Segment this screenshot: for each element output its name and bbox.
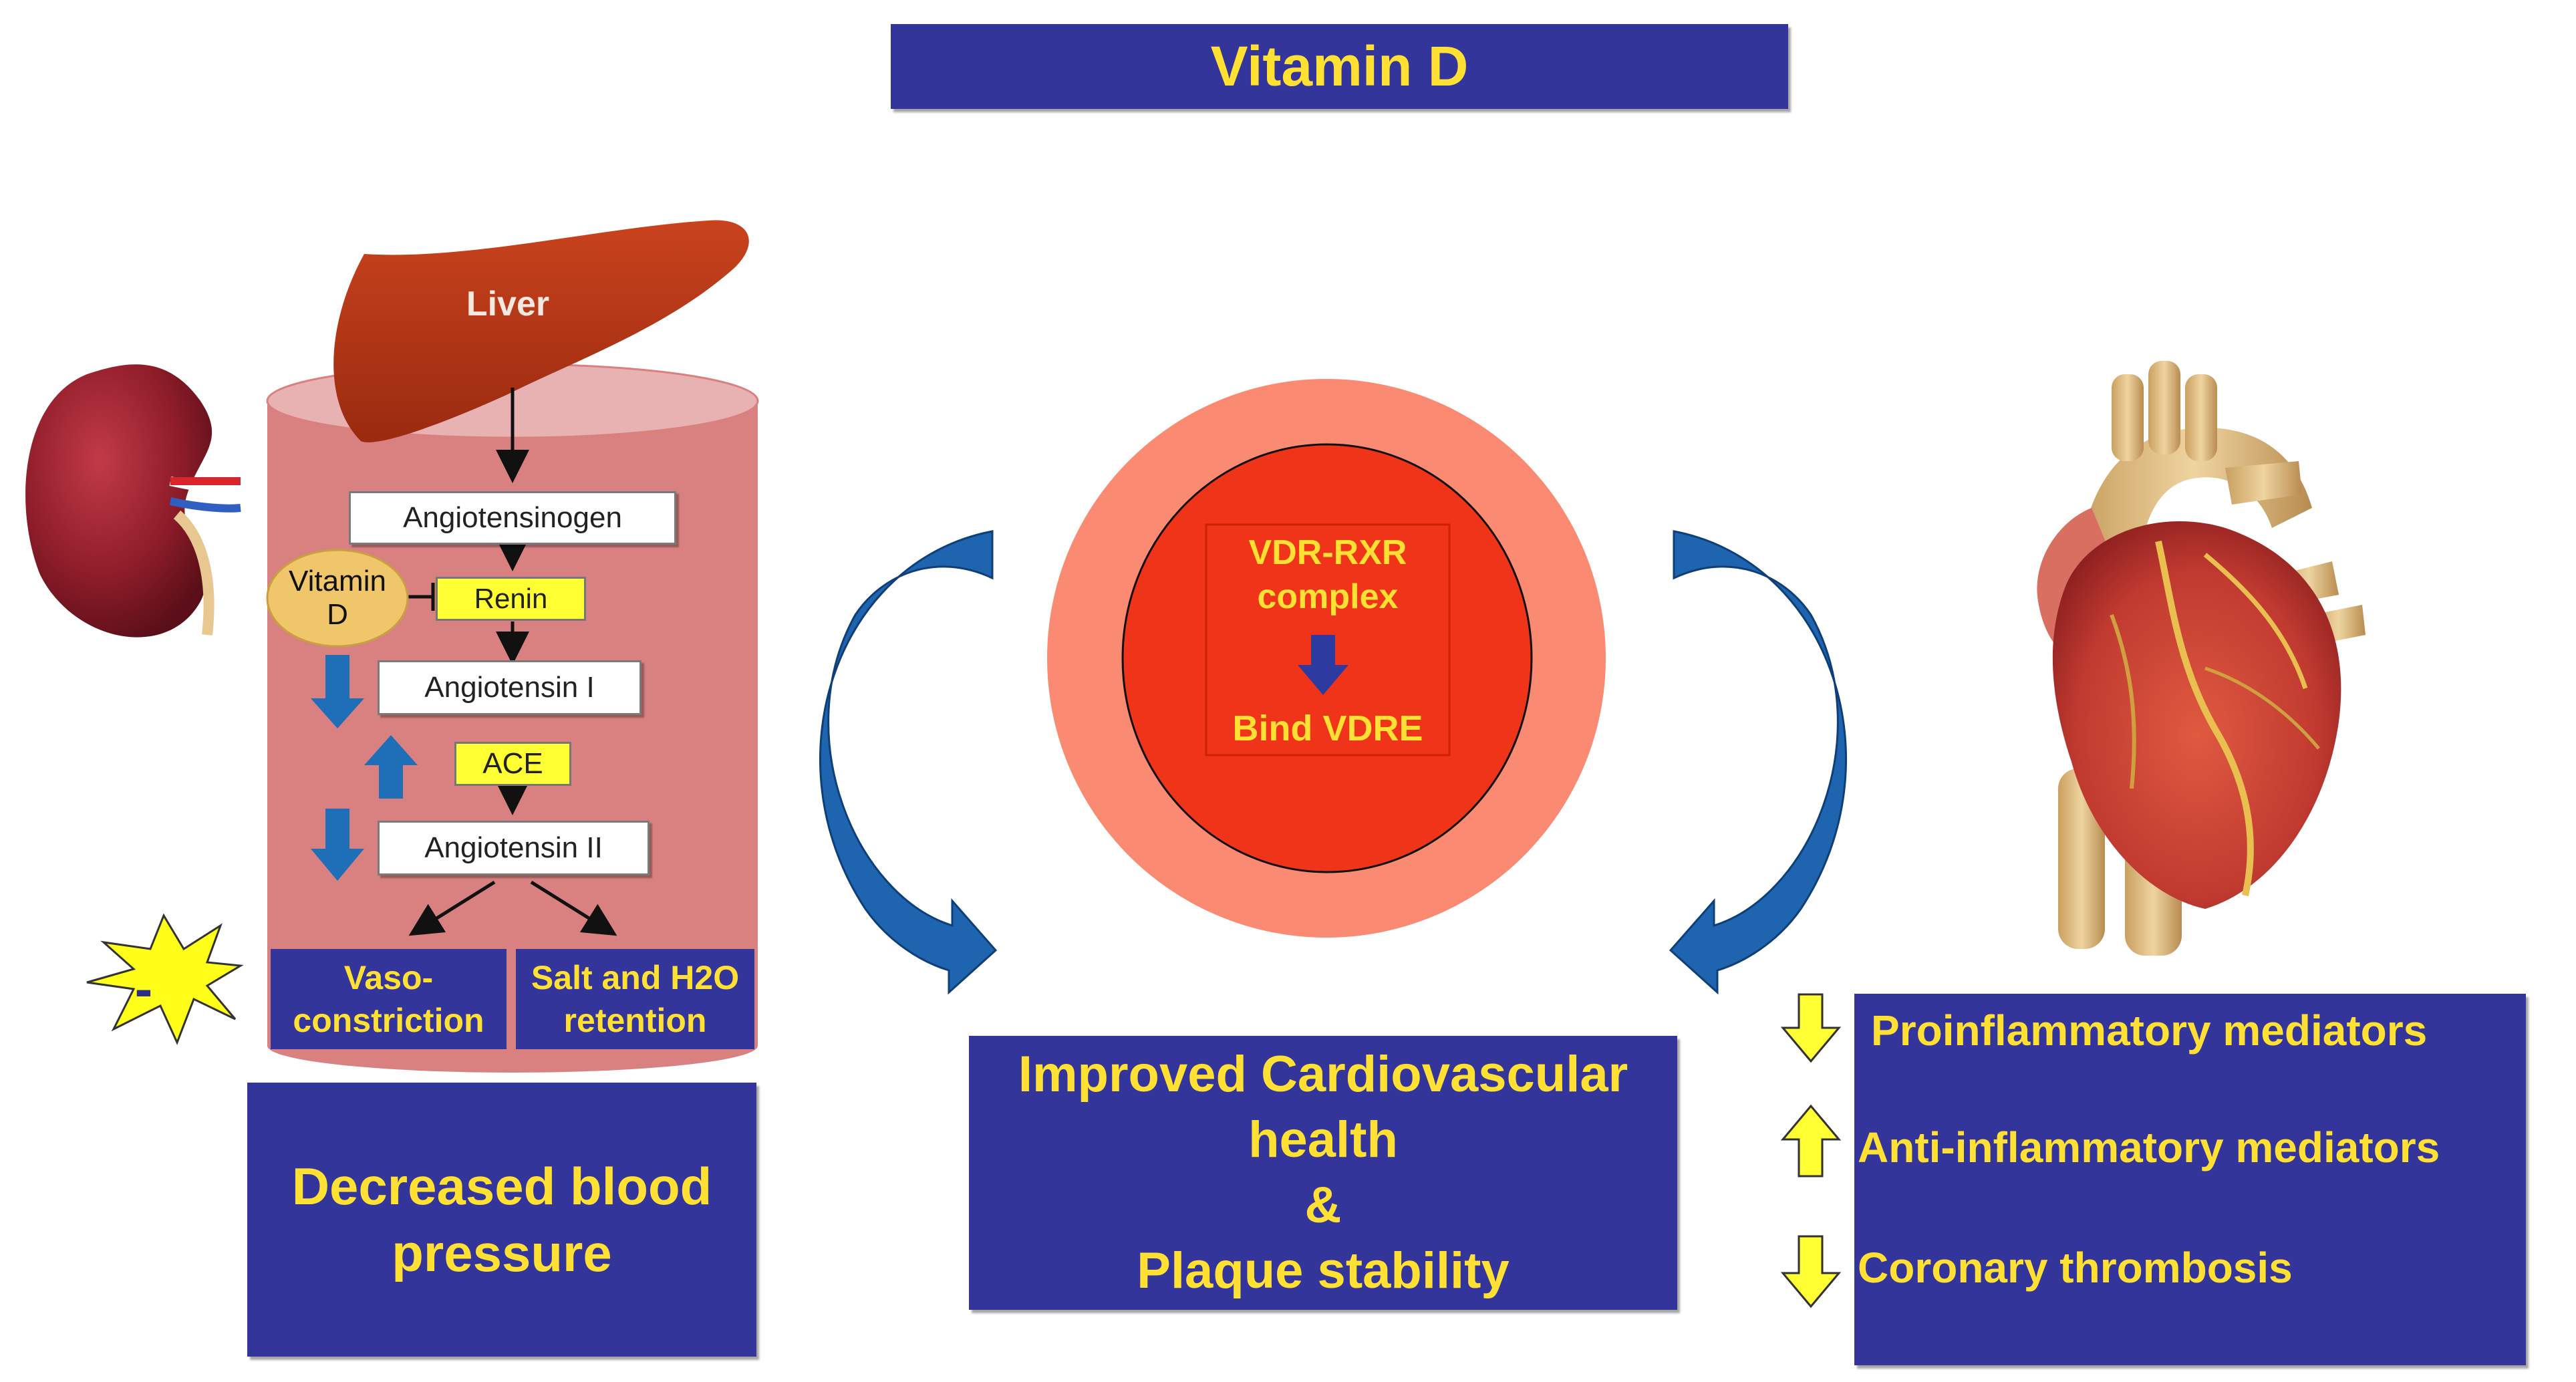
complex-box bbox=[1205, 523, 1451, 756]
up-arrow-icon bbox=[1780, 1104, 1842, 1178]
vasoconstriction-label: Vaso- constriction bbox=[271, 949, 507, 1049]
salt-line2: retention bbox=[563, 1002, 707, 1039]
curved-arrow-right bbox=[1669, 530, 1847, 995]
angiotensin-ii-node: Angiotensin II bbox=[378, 821, 650, 875]
vitamin-d-line1: Vitamin bbox=[289, 565, 386, 597]
cardiovascular-label: Improved Cardiovascular health & Plaque … bbox=[969, 1036, 1677, 1310]
complex-line1: VDR-RXR bbox=[1248, 533, 1407, 572]
starburst-icon bbox=[86, 913, 244, 1045]
bp-line2: pressure bbox=[392, 1224, 612, 1282]
up-arrow-icon bbox=[364, 735, 418, 799]
ace-node: ACE bbox=[454, 742, 571, 786]
effect-anti-inflammatory: Anti-inflammatory mediators bbox=[1858, 1123, 2440, 1171]
effect-proinflammatory: Proinflammatory mediators bbox=[1871, 1006, 2428, 1055]
vaso-line1: Vaso- bbox=[343, 959, 434, 996]
effect-coronary-thrombosis: Coronary thrombosis bbox=[1858, 1244, 2293, 1292]
angiotensin-i-node: Angiotensin I bbox=[378, 660, 641, 715]
cv-line1: Improved Cardiovascular bbox=[1018, 1046, 1628, 1103]
down-arrow-icon bbox=[1298, 635, 1348, 695]
cv-line3: & bbox=[1304, 1177, 1342, 1234]
kidney-icon bbox=[25, 364, 242, 638]
vasoconstriction-box bbox=[271, 949, 507, 1049]
cv-line4: Plaque stability bbox=[1137, 1242, 1510, 1299]
curved-arrow-left bbox=[819, 530, 998, 995]
vitamin-d-node bbox=[266, 549, 409, 648]
liver-icon bbox=[333, 220, 749, 442]
bp-line1: Decreased blood bbox=[291, 1157, 712, 1216]
heart-icon bbox=[2037, 361, 2366, 956]
page-title: Vitamin D bbox=[1210, 35, 1469, 98]
bind-vdre-label: Bind VDRE bbox=[1232, 708, 1423, 748]
salt-line1: Salt and H2O bbox=[531, 959, 740, 996]
down-arrow-icon bbox=[1780, 1235, 1842, 1308]
title-box bbox=[891, 24, 1788, 109]
blood-pressure-label: Decreased blood pressure bbox=[247, 1083, 756, 1357]
salt-retention-label: Salt and H2O retention bbox=[516, 949, 754, 1049]
minus-sign: - bbox=[134, 959, 153, 1018]
vitamin-d-label: Vitamin D bbox=[267, 558, 408, 638]
cv-line2: health bbox=[1248, 1111, 1398, 1168]
vitamin-d-line2: D bbox=[327, 598, 348, 631]
vaso-line2: constriction bbox=[293, 1002, 484, 1039]
heart-effects-box bbox=[1854, 994, 2526, 1365]
angiotensinogen-node: Angiotensinogen bbox=[349, 491, 676, 545]
cardiovascular-box bbox=[969, 1036, 1677, 1310]
down-arrow-icon bbox=[1780, 993, 1842, 1063]
down-arrow-icon bbox=[311, 655, 364, 728]
renin-node: Renin bbox=[436, 577, 586, 621]
down-arrow-icon bbox=[311, 809, 364, 881]
salt-retention-box bbox=[516, 949, 754, 1049]
vdr-rxr-label: VDR-RXR complex bbox=[1206, 528, 1449, 621]
liver-label: Liver bbox=[466, 285, 550, 323]
complex-line2: complex bbox=[1257, 577, 1399, 616]
blood-pressure-box bbox=[247, 1083, 756, 1357]
